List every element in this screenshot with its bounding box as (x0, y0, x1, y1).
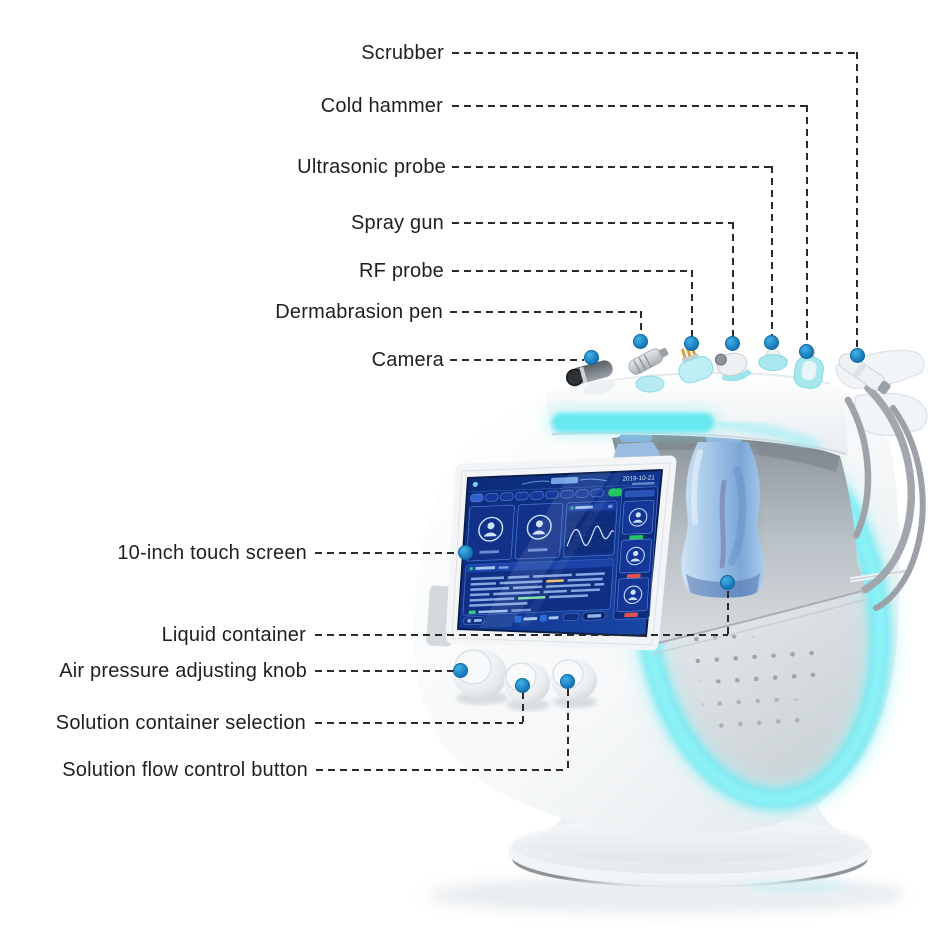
liquid-container-bottle (681, 430, 765, 598)
handpiece-dermabrasion-pen (628, 347, 669, 375)
speaker-grille (684, 630, 828, 695)
callout-label-scrubber: Scrubber (361, 42, 444, 64)
screen-right-panel (613, 486, 659, 620)
screen-glare (479, 472, 612, 629)
screen-tabs (470, 488, 623, 503)
leader-line (732, 222, 734, 337)
callout-label-solution-container-selection: Solution container selection (55, 712, 306, 734)
screen-report-panel (462, 558, 614, 616)
leader-line (315, 722, 523, 724)
leader-dot (584, 350, 599, 365)
leader-line (450, 359, 584, 361)
leader-line (567, 689, 569, 769)
holder-cradle (635, 375, 665, 393)
handpiece-ultrasonic-probe (758, 349, 788, 371)
leader-line (450, 311, 641, 313)
leader-dot (799, 344, 814, 359)
leader-dot (720, 575, 735, 590)
callout-label-ultrasonic-probe: Ultrasonic probe (297, 156, 446, 178)
leader-line (640, 311, 642, 335)
leader-line (452, 222, 733, 224)
handpiece-cables (844, 384, 926, 611)
leader-dot (725, 336, 740, 351)
leader-line (856, 52, 858, 349)
callout-label-cold-hammer: Cold hammer (320, 95, 443, 117)
leader-dot (850, 348, 865, 363)
handpiece-camera (565, 360, 615, 396)
callout-label-camera: Camera (371, 349, 444, 371)
leader-line (315, 634, 728, 636)
screen-date: 2019-10-21 (622, 474, 655, 482)
callout-label-air-pressure-knob: Air pressure adjusting knob (59, 660, 307, 682)
leader-line (691, 270, 693, 337)
leader-line (452, 105, 807, 107)
leader-dot (684, 336, 699, 351)
screen-bottom-bar (463, 611, 607, 626)
touch-screen: 2019-10-21 (426, 455, 677, 651)
callout-label-dermabrasion-pen: Dermabrasion pen (275, 301, 443, 323)
leader-line (452, 52, 856, 54)
head-glow-strip (548, 410, 822, 452)
callout-label-solution-flow-control: Solution flow control button (62, 759, 308, 781)
handpiece-spray-gun (714, 352, 752, 382)
front-knobs (453, 649, 597, 711)
leader-dot (458, 545, 473, 560)
screen-ui: 2019-10-21 (462, 471, 659, 629)
leader-dot (453, 663, 468, 678)
leader-line (771, 166, 773, 336)
leader-dot (560, 674, 575, 689)
leader-line (316, 769, 568, 771)
leader-dot (515, 678, 530, 693)
leader-line (452, 270, 692, 272)
leader-line (315, 552, 459, 554)
leader-dot (633, 334, 648, 349)
callout-label-spray-gun: Spray gun (351, 212, 444, 234)
leader-line (522, 692, 524, 722)
handpiece-scrubber (838, 353, 891, 395)
leader-line (806, 105, 808, 345)
callout-label-liquid-container: Liquid container (161, 624, 306, 646)
leader-line (452, 166, 772, 168)
callout-label-rf-probe: RF probe (359, 260, 444, 282)
glow-reflection (740, 879, 850, 893)
speaker-grille-lower (700, 693, 810, 740)
leader-line (315, 670, 454, 672)
leader-dot (764, 335, 779, 350)
callout-label-touch-screen: 10-inch touch screen (117, 542, 307, 564)
leader-line (727, 591, 729, 634)
screen-face-cards (466, 500, 618, 562)
